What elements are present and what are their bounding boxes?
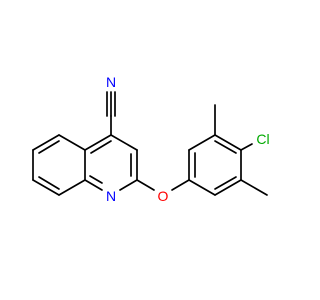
molecule-structure-diagram: N N O Cl [32,74,270,204]
bond-c4a-c4 [84,134,112,151]
nitrile-nitrogen-label: N [106,74,116,90]
chlorine-atom: Cl [256,131,269,147]
bond-ar2-ar3 [188,134,216,151]
bond-ar5-ar6-inner [214,176,237,190]
bond-c2-o [136,179,155,191]
bond-c5-c6 [32,134,60,151]
bond-o-aryl [171,179,190,191]
bond-ar4-cl [240,143,253,151]
bond-c4a-c5 [58,134,86,151]
chlorine-label: Cl [256,131,269,147]
bond-n1-c8a [84,179,103,191]
bond-ar5-ar6 [214,179,242,196]
bond-c7-c8 [32,179,60,196]
bond-c8-c8a [58,179,86,196]
quinoline-nitrogen-label: N [106,188,116,204]
nitrile-nitrogen-atom: N [106,74,116,90]
bond-layer [32,91,268,196]
bond-c5-c6-inner [38,140,60,154]
bond-ar3-ar4-inner [214,140,237,154]
atom-label-layer: N N O Cl [106,74,270,204]
bond-c4a-c4-inner [90,140,112,154]
bond-c4-c3 [110,134,138,151]
bond-c7-c8-inner [38,176,60,190]
ether-oxygen-atom: O [158,188,169,204]
bond-ar6-ar1 [188,179,216,196]
bond-c2-n1 [119,179,138,191]
bond-ar5-methyl [240,179,268,196]
quinoline-nitrogen-atom: N [106,188,116,204]
ether-oxygen-label: O [158,188,169,204]
bond-ar3-ar4 [214,134,242,151]
bond-n1-c8a-inner [89,175,103,184]
